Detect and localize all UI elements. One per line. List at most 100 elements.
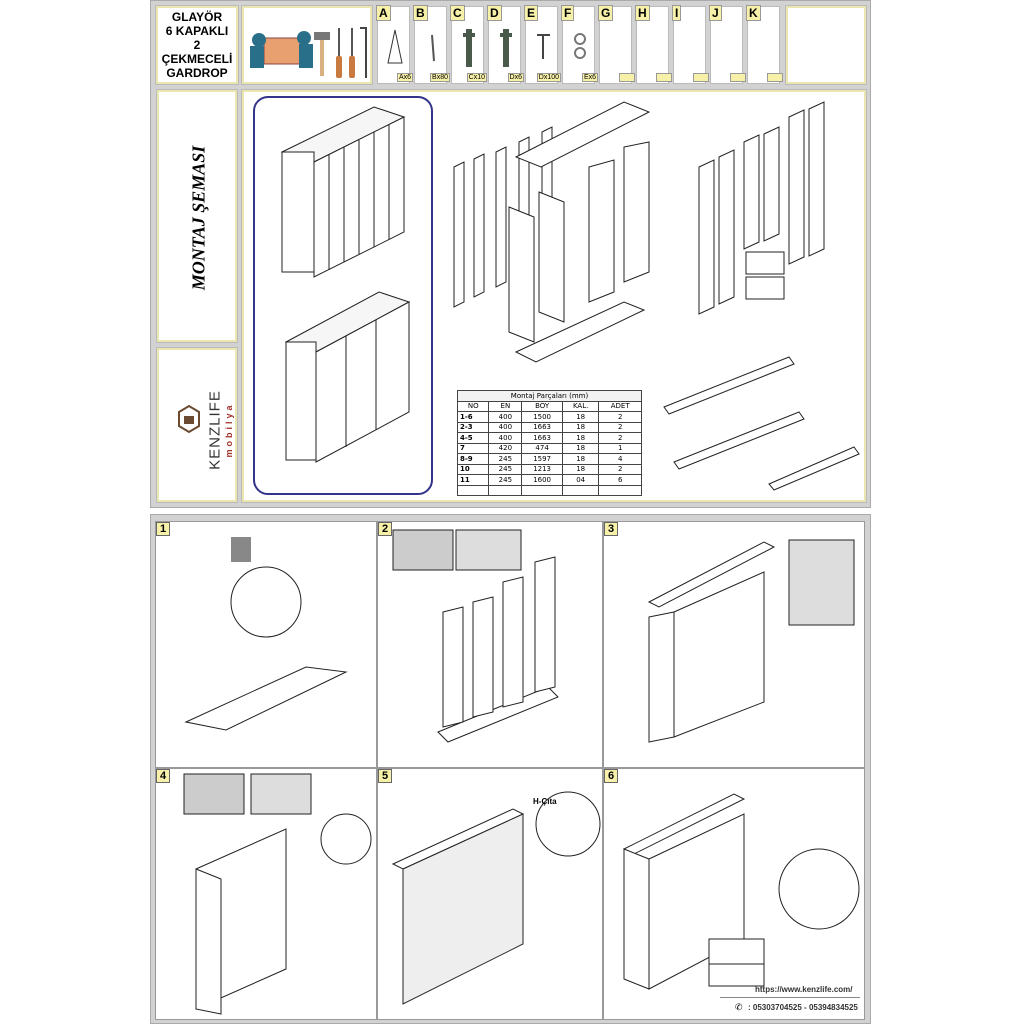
table-cell: 1500 bbox=[521, 411, 563, 423]
phone-icon: ✆ bbox=[735, 1002, 743, 1012]
table-cell: 10 bbox=[456, 463, 490, 475]
part-letter: D bbox=[487, 5, 502, 21]
table-cell: 2 bbox=[598, 411, 642, 423]
step-number: 1 bbox=[156, 522, 171, 536]
part-cell-h: H bbox=[635, 5, 672, 84]
table-cell: 6 bbox=[598, 474, 642, 486]
table-cell: 4-5 bbox=[456, 432, 490, 444]
table-cell: 400 bbox=[488, 432, 523, 444]
logo-hexagon-icon bbox=[178, 404, 200, 434]
title-line: GARDROP bbox=[166, 66, 228, 80]
part-quantity bbox=[693, 73, 709, 82]
step-number: 4 bbox=[156, 769, 171, 783]
table-cell: 245 bbox=[488, 463, 523, 475]
step-panel-2: 2 bbox=[377, 521, 603, 768]
part-quantity bbox=[767, 73, 783, 82]
brand-sub: mobilya bbox=[224, 402, 234, 458]
table-cell: 1-6 bbox=[456, 411, 490, 423]
leg-icon bbox=[387, 29, 403, 64]
table-cell: 8-9 bbox=[456, 453, 490, 465]
step-illustration bbox=[392, 529, 559, 743]
footer-website: https://www.kenzlife.com/ bbox=[755, 985, 853, 994]
part-cell-f: F Ex6 bbox=[561, 5, 598, 84]
step-illustration bbox=[647, 539, 855, 743]
part-quantity: Ex6 bbox=[581, 73, 598, 82]
brand-name: KENZLIFE bbox=[206, 390, 224, 470]
part-cell-e: E Dx100 bbox=[524, 5, 561, 84]
step-illustration bbox=[622, 793, 860, 990]
table-cell: 1600 bbox=[521, 474, 563, 486]
step-panel-5: 5 bbox=[377, 768, 603, 1020]
table-cell: 2 bbox=[598, 432, 642, 444]
step-panel-4: 4 bbox=[155, 768, 377, 1020]
table-cell: 2-3 bbox=[456, 421, 490, 433]
part-letter: F bbox=[561, 5, 575, 21]
step-panel-6: 6 bbox=[603, 768, 865, 1020]
table-cell: 420 bbox=[488, 442, 523, 454]
table-cell: 245 bbox=[488, 474, 523, 486]
brand-logo-box: KENZLIFE mobilya bbox=[157, 348, 237, 502]
part-letter: E bbox=[524, 5, 539, 21]
table-cell: 18 bbox=[561, 453, 600, 465]
table-cell: 18 bbox=[561, 442, 600, 454]
table-cell: 7 bbox=[456, 442, 490, 454]
table-cell: 1597 bbox=[521, 453, 563, 465]
table-cell: 18 bbox=[561, 421, 600, 433]
part-quantity bbox=[730, 73, 746, 82]
tools-illustration bbox=[242, 6, 372, 84]
hinge-icon bbox=[463, 29, 475, 67]
hinge-icon bbox=[500, 29, 512, 67]
exploded-view-drawing bbox=[253, 96, 860, 495]
part-letter: H bbox=[635, 5, 650, 21]
col-header: EN bbox=[488, 400, 523, 412]
part-cell-j: J bbox=[709, 5, 746, 84]
part-quantity: Dx6 bbox=[507, 73, 524, 82]
table-cell: 400 bbox=[488, 421, 523, 433]
table-cell: 1663 bbox=[521, 421, 563, 433]
table-cell: 400 bbox=[488, 411, 523, 423]
part-letter: G bbox=[598, 5, 614, 21]
table-cell: 1213 bbox=[521, 463, 563, 475]
title-line: 6 KAPAKLI bbox=[165, 24, 229, 38]
part-quantity: Dx100 bbox=[536, 73, 561, 82]
step-illustration bbox=[391, 791, 601, 1005]
blank-box bbox=[786, 6, 866, 84]
step-panel-3: 3 bbox=[603, 521, 865, 768]
footer-phones: : 05303704525 - 05394834525 bbox=[748, 1003, 858, 1012]
footer-divider bbox=[720, 997, 860, 998]
part-cell-i: I bbox=[672, 5, 709, 84]
step-illustration bbox=[183, 773, 372, 1015]
title-line: 2 ÇEKMECELİ bbox=[161, 38, 233, 66]
table-cell: 2 bbox=[598, 421, 642, 433]
step-panel-1: 1 bbox=[155, 521, 377, 768]
part-quantity: Bx80 bbox=[430, 73, 450, 82]
table-cell: 2 bbox=[598, 463, 642, 475]
title-line: GLAYÖR bbox=[171, 10, 223, 24]
table-caption: Montaj Parçaları (mm) bbox=[457, 390, 642, 402]
part-quantity bbox=[619, 73, 635, 82]
rod-holder-icon bbox=[574, 33, 586, 59]
table-cell: 18 bbox=[561, 411, 600, 423]
section-title-box: MONTAJ ŞEMASI bbox=[157, 90, 237, 342]
step-number: 5 bbox=[378, 769, 393, 783]
step-number: 3 bbox=[604, 522, 619, 536]
tools-icon bbox=[250, 27, 367, 78]
part-quantity: Cx10 bbox=[466, 73, 487, 82]
nail-icon bbox=[431, 34, 435, 62]
screw-icon bbox=[537, 34, 550, 59]
part-quantity: Ax6 bbox=[396, 73, 413, 82]
step-number: 2 bbox=[378, 522, 393, 536]
col-header: NO bbox=[456, 400, 490, 412]
part-letter: I bbox=[672, 5, 682, 21]
